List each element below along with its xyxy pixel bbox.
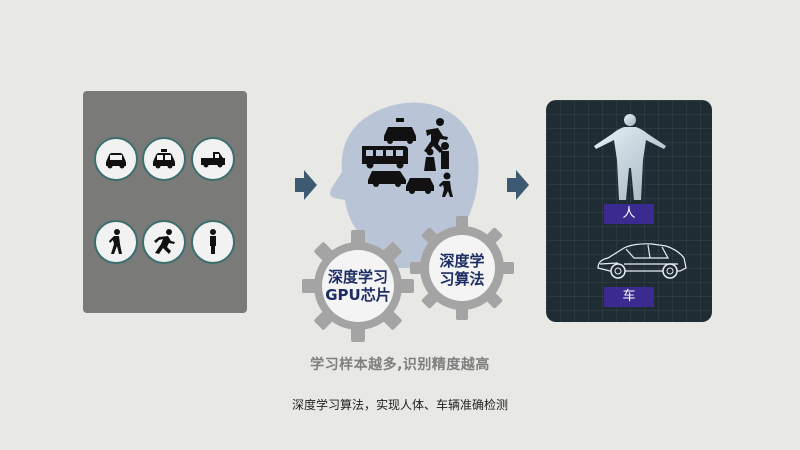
human-label-tag: 人 [604, 204, 654, 224]
walking-person-icon [94, 220, 138, 264]
standing-person-icon [191, 220, 235, 264]
car-wireframe-icon [597, 243, 687, 279]
human-body-icon [594, 114, 666, 200]
brain-learning-diagram: 深度学习 GPU芯片 深度学 习算法 [300, 96, 540, 356]
main-caption: 学习样本越多,识别精度越高 [310, 357, 490, 373]
taxi-icon [142, 137, 186, 181]
head-silhouette-icon [302, 102, 514, 342]
running-person-icon [142, 220, 186, 264]
sub-caption: 深度学习算法，实现人体、车辆准确检测 [291, 398, 508, 412]
pickup-truck-icon [191, 137, 235, 181]
gpu-chip-gear-label: 深度学习 GPU芯片 [325, 268, 391, 304]
car-label-tag: 车 [604, 287, 654, 307]
algorithm-gear-label: 深度学 习算法 [439, 252, 485, 288]
car-icon [94, 137, 138, 181]
flow-arrow-icon [295, 170, 317, 200]
detection-result-panel: 人 车 [546, 100, 712, 322]
input-samples-panel [83, 91, 247, 313]
flow-arrow-icon [507, 170, 529, 200]
